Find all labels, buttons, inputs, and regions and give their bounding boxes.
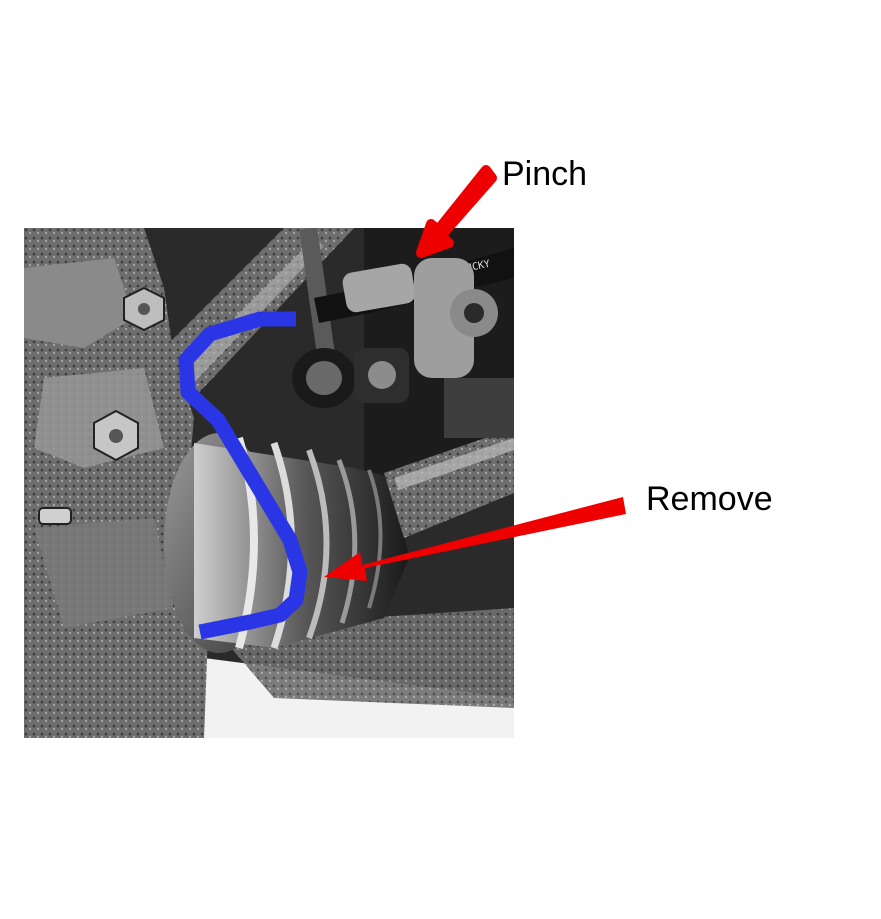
remove-arrow	[324, 497, 626, 581]
pinch-arrow	[416, 165, 497, 258]
remove-label: Remove	[646, 480, 773, 518]
pinch-label: Pinch	[502, 155, 588, 193]
bolt	[38, 507, 72, 525]
bolt	[123, 286, 165, 332]
bolt	[93, 409, 139, 462]
highlighted-hose	[178, 311, 308, 640]
